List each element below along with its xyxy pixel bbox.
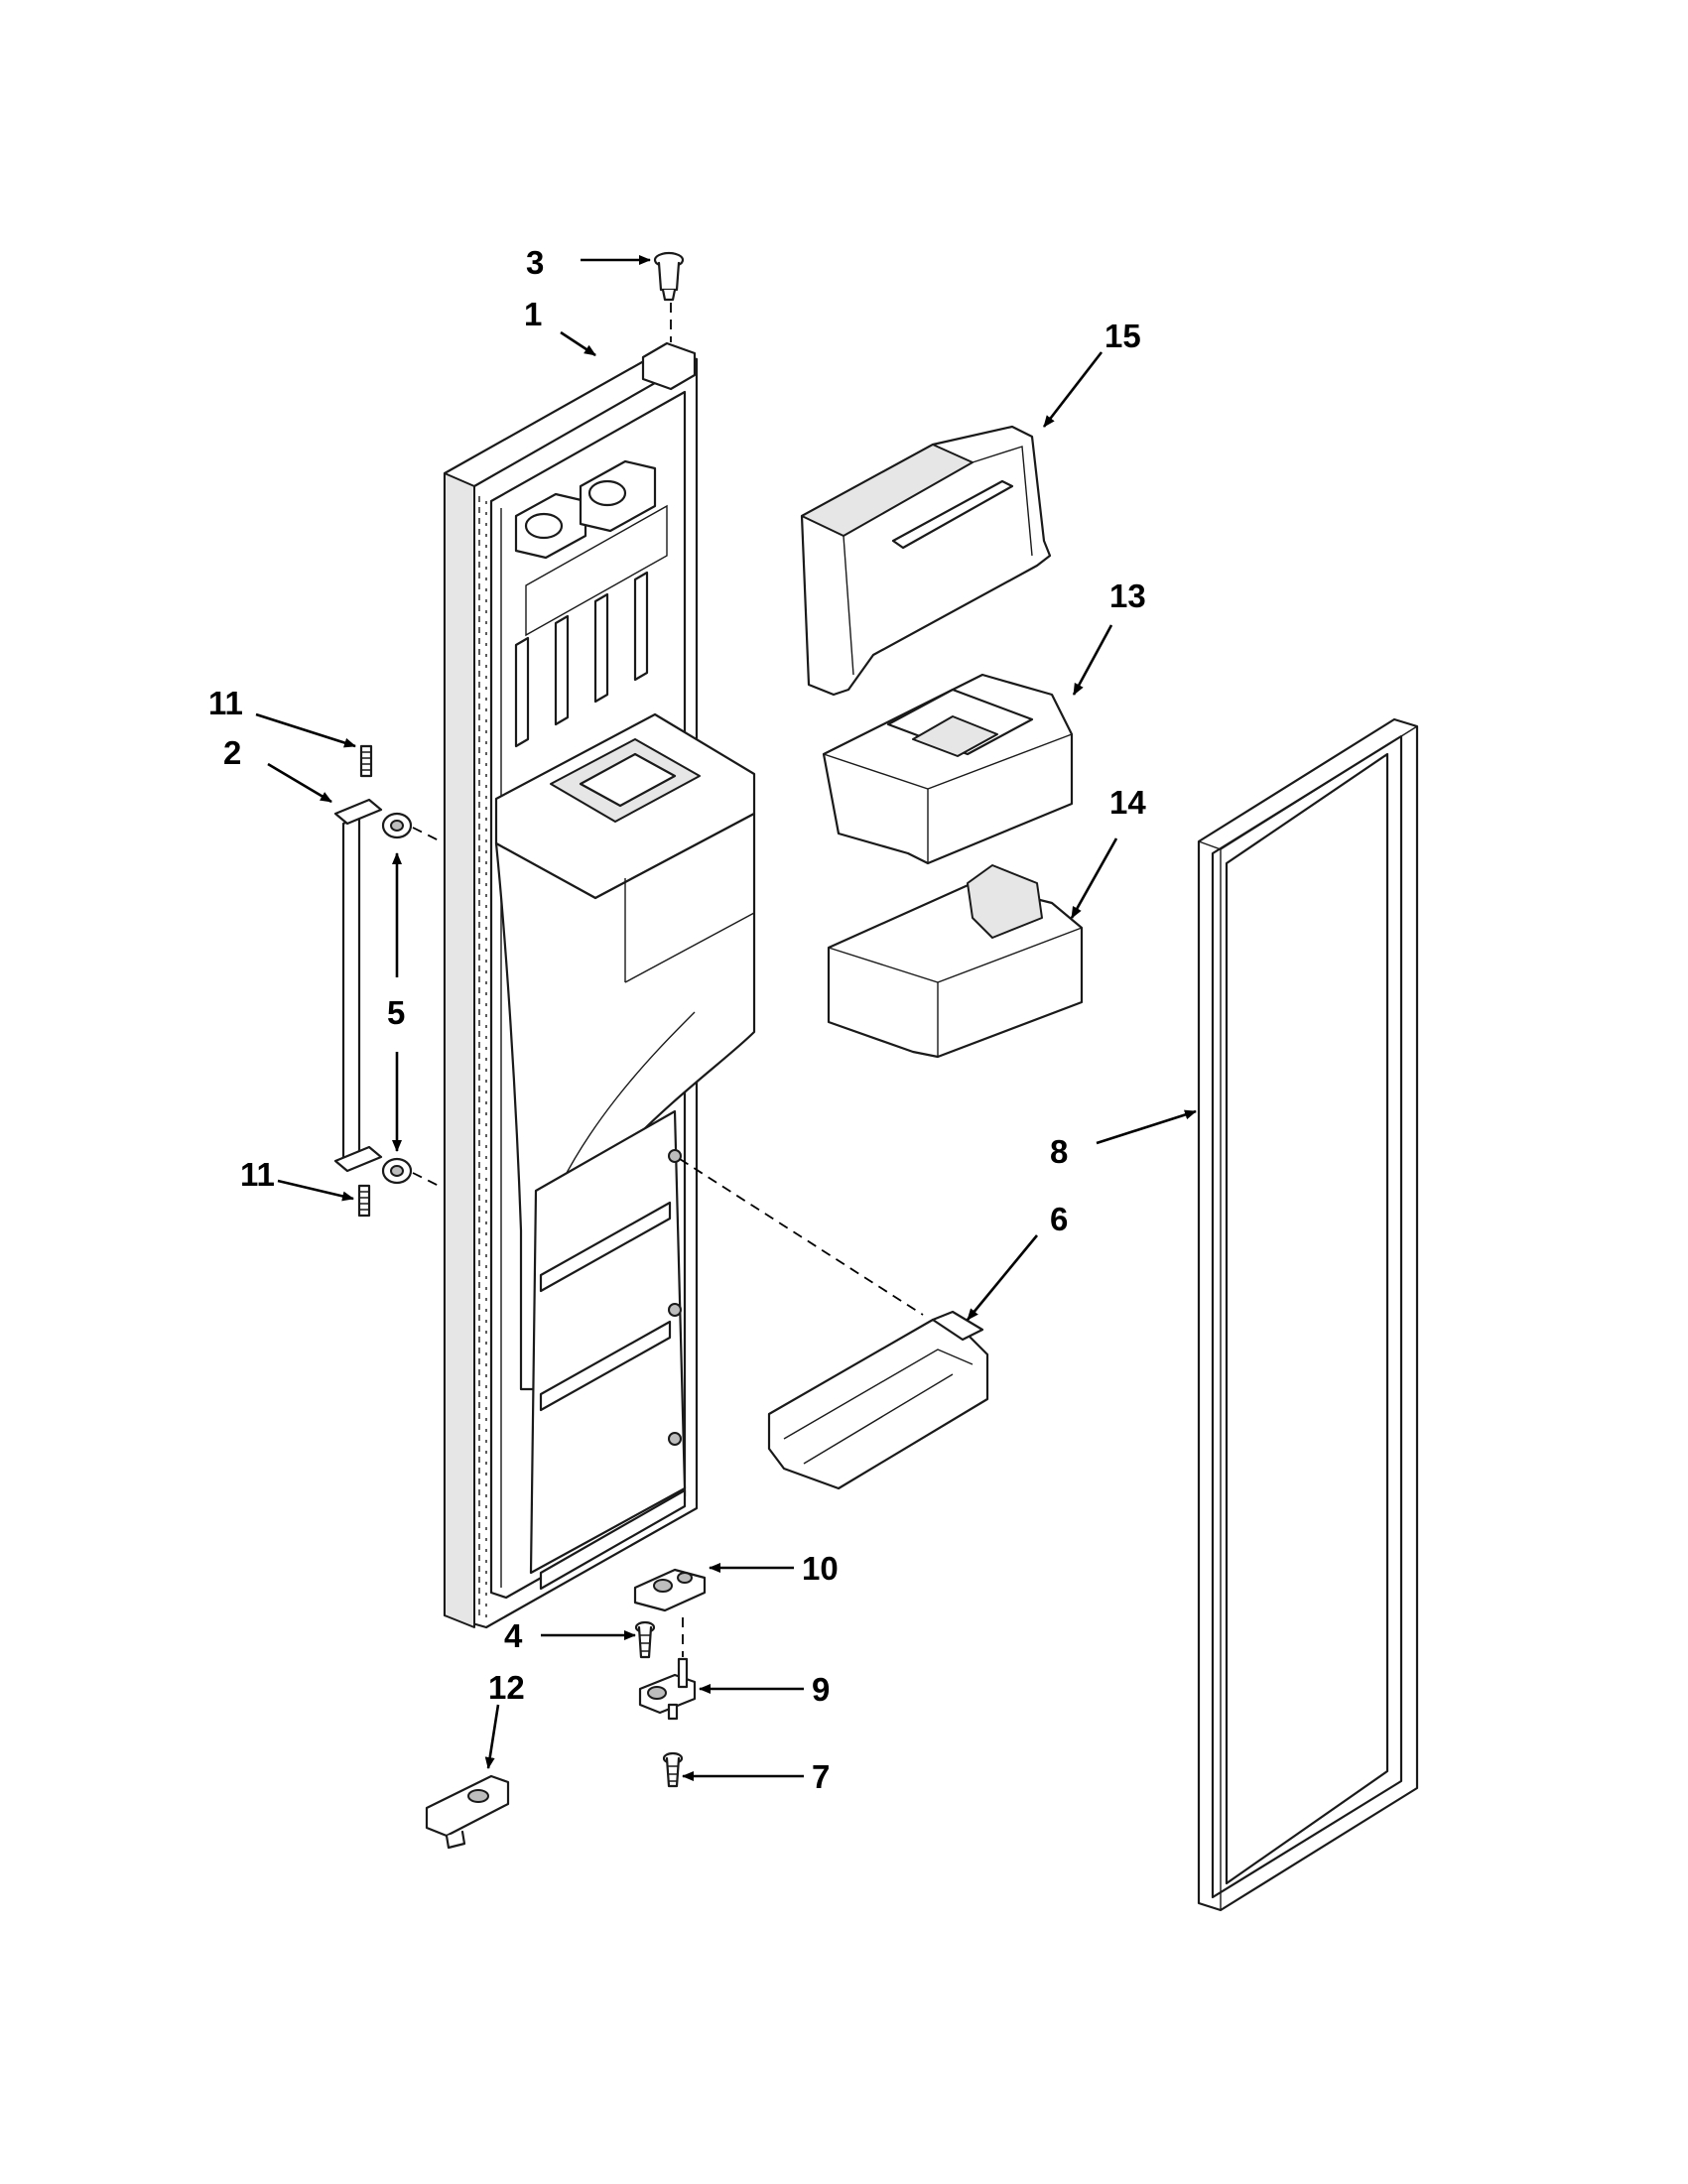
leader-15 [1042, 351, 1104, 428]
leader-11b [277, 1179, 354, 1202]
leader-12 [484, 1704, 500, 1769]
callout-1: 1 [524, 296, 542, 332]
callout-8: 8 [1050, 1133, 1068, 1170]
door-gasket [1197, 717, 1419, 1912]
hinge-cover [425, 1774, 510, 1850]
callout-14: 14 [1109, 784, 1146, 821]
handle-spacer-top [381, 812, 413, 839]
leader-1 [560, 330, 596, 357]
callout-leaders [255, 255, 1197, 1781]
hinge-bolt [662, 1751, 684, 1788]
leader-8 [1096, 1109, 1197, 1145]
hinge-pin-top [653, 251, 685, 302]
callout-12-label: 12 [488, 1669, 525, 1706]
spacer-axis-top [412, 827, 442, 842]
callout-11-bottom: 11 [240, 1156, 275, 1193]
handle-spacer-bottom [381, 1157, 413, 1185]
hinge-screw [634, 1620, 656, 1659]
callout-9: 9 [812, 1671, 830, 1708]
callout-6: 6 [1050, 1201, 1068, 1237]
callout-5: 5 [387, 994, 405, 1031]
callout-15: 15 [1104, 318, 1141, 354]
leader-14 [1070, 837, 1118, 919]
callout-10: 10 [802, 1550, 839, 1587]
door-bin [767, 1310, 989, 1490]
callout-7: 7 [812, 1758, 830, 1795]
ice-bin-top [822, 673, 1074, 865]
spacer-axis-bottom [412, 1172, 442, 1188]
leader-13 [1072, 624, 1113, 696]
leader-11a [255, 712, 356, 748]
door-handle [333, 798, 383, 1173]
callout-13: 13 [1109, 578, 1146, 614]
bin-mount-line [679, 1158, 924, 1316]
callout-3: 3 [526, 244, 544, 281]
set-screw-bottom [357, 1184, 371, 1218]
ice-chute [827, 864, 1084, 1059]
bottom-hinge [638, 1657, 697, 1721]
callout-11-top: 11 [208, 685, 243, 721]
callout-2: 2 [223, 734, 241, 771]
door-panel [443, 341, 756, 1629]
leader-6 [966, 1234, 1039, 1321]
hinge-shim [633, 1568, 707, 1612]
dispenser-trim [800, 425, 1052, 697]
set-screw-top [359, 744, 373, 778]
callout-4: 4 [504, 1617, 523, 1654]
leader-2 [267, 762, 332, 804]
callout-labels: 3 1 15 13 14 11 2 5 11 8 6 10 4 12 9 7 [208, 244, 1146, 1795]
